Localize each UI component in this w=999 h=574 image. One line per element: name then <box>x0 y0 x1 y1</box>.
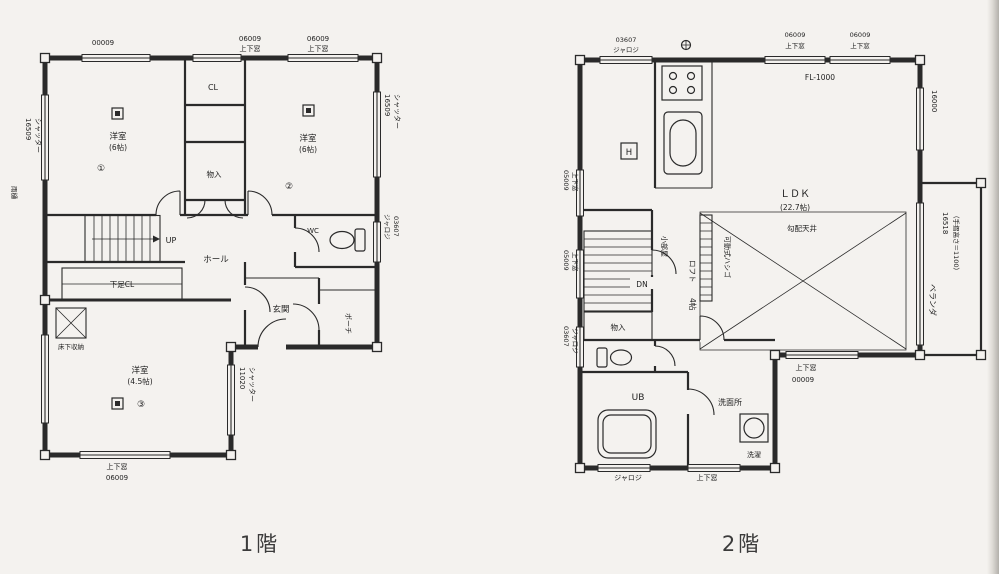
floor1-pillars <box>39 52 383 461</box>
closet-box <box>583 311 653 341</box>
dim-room3-num: 11020 <box>238 367 246 389</box>
washer-icon <box>739 413 769 443</box>
veranda-label: ベランダ <box>928 284 938 316</box>
dim-top-left: 00009 <box>92 39 114 47</box>
room1-label: 洋室 <box>109 131 127 142</box>
dim-top-right2-num: 06009 <box>850 31 871 39</box>
unit-bath-label: UB <box>632 393 645 403</box>
dim-room3-label: シャッター <box>248 367 257 402</box>
closet-label: 物入 <box>611 322 626 332</box>
dim-left-num: 16509 <box>24 118 32 140</box>
dim-left-mid-num: 05009 <box>562 250 570 271</box>
dim-inner-label: 上下窓 <box>796 363 817 372</box>
washroom-label: 洗面所 <box>718 397 742 407</box>
entrance-label: 玄関 <box>272 304 289 315</box>
vent-icon <box>680 39 692 51</box>
storage-label: 物入 <box>207 169 222 179</box>
stairs-down-icon <box>583 230 654 312</box>
dim-top-right-label: 上下窓 <box>308 44 329 53</box>
dim-wc-label: ジャロジ <box>383 214 391 240</box>
ladder-icon <box>699 214 713 302</box>
stove-icon <box>661 65 703 101</box>
dim-bottom-updown: 上下窓 <box>697 473 718 482</box>
dim-veranda-num: 16518 <box>941 212 949 234</box>
dim-top-left-label: ジャロジ <box>613 46 639 54</box>
dim-top-mid-num: 06009 <box>239 35 261 43</box>
kitchen-sink-icon <box>663 111 703 175</box>
fridge-label: H <box>626 148 632 158</box>
floor1-windows <box>41 54 381 459</box>
bathtub-icon <box>597 409 657 459</box>
room3-size: (4.5帖) <box>127 376 152 386</box>
dim-right-num: 16509 <box>383 94 391 116</box>
underfloor-storage-icon <box>55 307 87 339</box>
dim-top-right-num: 06009 <box>307 35 329 43</box>
room1-number: ① <box>97 164 105 174</box>
dim-bottom-num: 06009 <box>106 474 128 482</box>
gutter-note: 雨樋 <box>10 186 19 200</box>
shoe-closet-label: 下足CL <box>110 280 135 289</box>
floor2-doors <box>651 249 725 416</box>
room2-number: ② <box>285 182 293 192</box>
loft-cross-mark <box>699 212 907 350</box>
toilet-icon <box>329 228 366 252</box>
dim-left-wc-label: ジャロジ <box>571 328 579 354</box>
fixture-icon <box>111 104 315 410</box>
dim-wc-num: 03607 <box>392 216 400 237</box>
room3-label: 洋室 <box>131 365 149 376</box>
shoe-closet <box>61 267 183 301</box>
ladder-note: 可動式ハシゴ <box>723 236 732 278</box>
sloped-ceiling-note: 勾配天井 <box>787 223 817 233</box>
scan-edge-shadow <box>987 0 999 574</box>
toilet-icon <box>596 347 633 368</box>
fridge-icon <box>620 142 638 160</box>
stairs-down-label: DN <box>636 280 647 289</box>
underfloor-storage-label: 床下収納 <box>58 342 84 351</box>
dim-top-right1-label: 上下窓 <box>785 41 805 50</box>
loft-size: 4帖 <box>688 298 698 311</box>
loft-label: ロフト <box>688 260 697 283</box>
caption-floor1: 1階 <box>240 532 280 556</box>
dim-inner-num: 00009 <box>792 376 814 384</box>
wc-label: WC <box>307 227 319 235</box>
small-room-label: 小部屋 <box>660 236 669 257</box>
floor1-plan: 洋室 (6帖) ① CL 物入 洋室 (6帖) ② UP ホール WC 下足CL… <box>10 35 402 482</box>
handrail-note: （手摺高さ＝1100） <box>952 212 961 274</box>
caption-floor2: 2階 <box>722 532 762 556</box>
laundry-label: 洗濯 <box>747 450 761 459</box>
floor2-pillars <box>574 54 987 474</box>
floor-level-note: FL-1000 <box>805 73 835 82</box>
stairs-up-label: UP <box>166 236 177 245</box>
dim-bottom-label: 上下窓 <box>107 462 128 471</box>
dim-top-right2-label: 上下窓 <box>850 41 870 50</box>
room2-size: (6帖) <box>299 144 317 154</box>
dim-left-top-num: 05009 <box>562 170 570 191</box>
room1-size: (6帖) <box>109 142 127 152</box>
floor2-plan: ＬＤＫ (22.7帖) 勾配天井 FL-1000 ロフト 4帖 可動式ハシゴ 小… <box>562 31 987 482</box>
dim-left-mid-label: 上下窓 <box>571 252 580 272</box>
dim-left-label: シャッター <box>34 118 43 153</box>
dim-left-top-label: 上下窓 <box>571 172 580 192</box>
dim-top-right1-num: 06009 <box>785 31 806 39</box>
room2-label: 洋室 <box>299 133 317 144</box>
dim-bottom-jalousie: ジャロジ <box>614 474 642 482</box>
room3-number: ③ <box>137 400 145 410</box>
stairs-up-icon <box>84 214 161 263</box>
hall-label: ホール <box>203 255 229 265</box>
closet-label: CL <box>208 83 219 92</box>
ldk-label: ＬＤＫ <box>780 189 810 200</box>
dim-right-label: シャッター <box>393 94 402 129</box>
floor1-doors <box>155 190 320 348</box>
dim-top-left-num: 03607 <box>616 36 637 44</box>
floor2-windows <box>576 56 924 472</box>
dim-left-wc-num: 03607 <box>562 326 570 347</box>
dim-right-num: 16000 <box>930 90 938 112</box>
porch-label: ポーチ <box>344 313 352 334</box>
ldk-size: (22.7帖) <box>780 202 810 212</box>
floor1-door-gaps <box>156 212 322 350</box>
dim-top-mid-label: 上下窓 <box>240 44 261 53</box>
